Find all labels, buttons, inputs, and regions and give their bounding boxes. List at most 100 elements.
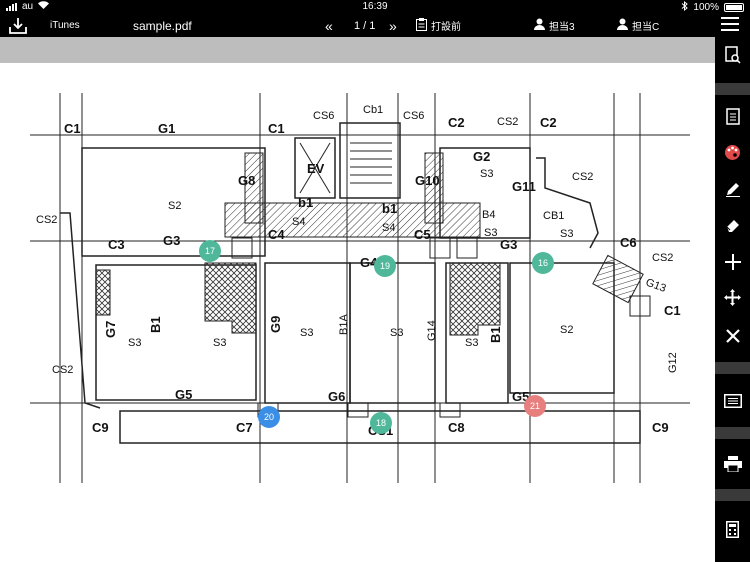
download-icon [8,17,28,35]
assignee-3-label: 担当3 [549,22,575,33]
eraser-tool-button[interactable] [715,212,750,242]
label-s3: S3 [128,337,141,349]
label-s3: S3 [300,327,313,339]
label-b4: B4 [482,209,495,221]
assignee-c-label: 担当C [632,22,660,33]
itunes-link[interactable]: iTunes [50,20,80,31]
label-c8: C8 [448,420,465,435]
pen-tool-button[interactable] [715,176,750,206]
label-cb1: CB1 [543,210,564,222]
download-button[interactable] [8,14,28,37]
label-c1: C1 [664,303,681,318]
label-b1a: B1A [338,314,350,335]
marker-pin[interactable]: 16 [532,252,554,274]
assignee-c-button[interactable]: 担当C [617,14,659,37]
print-button[interactable] [715,451,750,481]
label-c4: C4 [268,227,285,242]
marker-pin[interactable]: 20 [258,406,280,428]
sidebar-separator [715,83,750,95]
label-g6: G6 [328,389,345,404]
battery-percent: 100% [693,2,719,13]
marker-pin[interactable]: 17 [199,240,221,262]
sidebar-separator [715,427,750,439]
palette-icon [724,144,741,166]
label-s4: S4 [292,216,305,228]
label-s3: S3 [484,227,497,239]
status-time: 16:39 [362,1,388,12]
label-b1: b1 [382,201,397,216]
label-g5: G5 [175,387,192,402]
label-s4: S4 [382,222,395,234]
label-g2: G2 [473,149,490,164]
label-c9: C9 [652,420,669,435]
plus-icon [724,253,741,275]
file-name: sample.pdf [133,18,192,33]
floor-plan-drawing: C1 G1 C1 CS6 Cb1 CS6 C2 CS2 C2 CS2 G8 EV… [30,93,690,483]
prev-page-button[interactable]: « [325,14,333,37]
label-cs6: CS6 [403,110,424,122]
marker-pin[interactable]: 19 [374,255,396,277]
calculator-button[interactable] [715,517,750,547]
signal-icon [6,2,17,11]
label-c5: C5 [414,227,431,242]
clipboard-icon [416,17,427,34]
label-g10: G10 [415,173,440,188]
top-toolbar: iTunes sample.pdf « 1 / 1 » 打設前 担当3 担当C [0,14,750,37]
list-view-button[interactable] [715,388,750,418]
person-icon [617,18,628,33]
label-s2: S2 [560,324,573,336]
status-right: 100% [681,0,744,14]
delete-button[interactable] [715,323,750,353]
hamburger-menu-icon [721,17,739,34]
notes-button[interactable] [715,104,750,134]
label-g14: G14 [426,320,438,341]
label-ev: EV [307,161,325,176]
label-g1: G1 [158,121,175,136]
double-chevron-left-icon: « [325,17,333,34]
sidebar-separator [715,489,750,501]
double-chevron-right-icon: » [389,17,397,34]
person-icon [534,18,545,33]
bluetooth-icon [681,0,689,14]
label-s3: S3 [480,168,493,180]
move-arrows-icon [724,289,741,311]
marker-pin[interactable]: 18 [370,412,392,434]
meeting-button[interactable]: 打設前 [416,14,461,37]
label-cs2: CS2 [36,214,57,226]
tool-sidebar [715,37,750,562]
notepad-icon [725,108,740,130]
color-palette-button[interactable] [715,140,750,170]
meeting-label: 打設前 [431,22,461,33]
move-tool-button[interactable] [715,285,750,315]
document-header-strip [0,37,715,63]
next-page-button[interactable]: » [389,14,397,37]
label-cs6: CS6 [313,110,334,122]
label-g8: G8 [238,173,255,188]
assignee-3-button[interactable]: 担当3 [534,14,575,37]
close-icon [725,328,740,348]
eraser-icon [725,217,741,238]
battery-icon [724,3,744,12]
page-indicator: 1 / 1 [354,19,376,32]
document-search-icon [724,45,741,69]
carrier-label: au [22,1,34,12]
add-button[interactable] [715,249,750,279]
marker-pin[interactable]: 21 [524,395,546,417]
label-g12: G12 [667,352,679,373]
label-g3: G3 [500,237,517,252]
printer-icon [723,455,742,477]
label-g4: G4 [360,255,378,270]
menu-button[interactable] [721,14,739,37]
label-b1: B1 [148,316,163,333]
pencil-icon [725,181,741,202]
label-g11: G11 [512,179,536,194]
label-cs2: CS2 [52,364,73,376]
document-search-button[interactable] [715,42,750,72]
label-g13: G13 [644,277,668,295]
drawing-canvas[interactable]: C1 G1 C1 CS6 Cb1 CS6 C2 CS2 C2 CS2 G8 EV… [0,63,715,562]
label-c9: C9 [92,420,109,435]
calculator-icon [726,521,739,543]
label-cs2: CS2 [497,116,518,128]
label-cs2: CS2 [572,171,593,183]
